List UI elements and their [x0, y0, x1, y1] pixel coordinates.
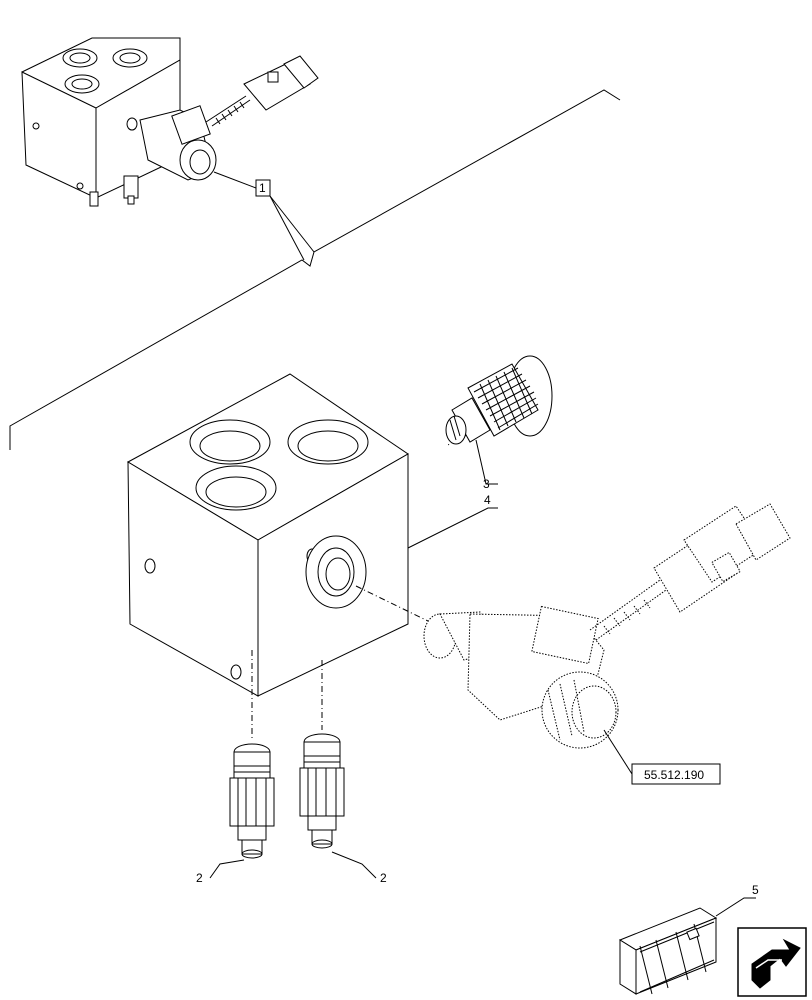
callout-2a-label: 2	[196, 871, 203, 885]
callout-4-label: 4	[484, 493, 491, 507]
callout-2b-label: 2	[380, 871, 387, 885]
overview-assembly	[21, 37, 319, 207]
leader-3	[475, 439, 498, 485]
cartridge-right	[299, 733, 345, 849]
cartridge-left	[229, 743, 275, 859]
reference-label[interactable]: 55.512.190	[644, 768, 704, 782]
overview-solenoid	[126, 55, 319, 181]
main-valve-block	[126, 373, 409, 697]
leader-reference	[603, 729, 633, 775]
plug-item-3	[445, 355, 553, 445]
callout-1: 1	[213, 171, 315, 261]
centerline-solenoid	[355, 585, 431, 623]
reference-box[interactable]	[631, 763, 721, 785]
navigation-arrow-icon[interactable]	[737, 927, 807, 997]
callout-1-box	[255, 179, 271, 197]
callout-3-label: 3	[483, 477, 490, 491]
callout-1-label: 1	[259, 181, 266, 195]
leader-5	[715, 897, 756, 917]
callout-5-label: 5	[752, 883, 759, 897]
leader-2b	[331, 851, 377, 879]
leader-4	[407, 507, 498, 549]
kit-crate-item-5	[618, 907, 718, 995]
leader-2a	[209, 859, 245, 879]
group-separator-line	[9, 89, 621, 450]
solenoid-assembly	[423, 503, 791, 749]
